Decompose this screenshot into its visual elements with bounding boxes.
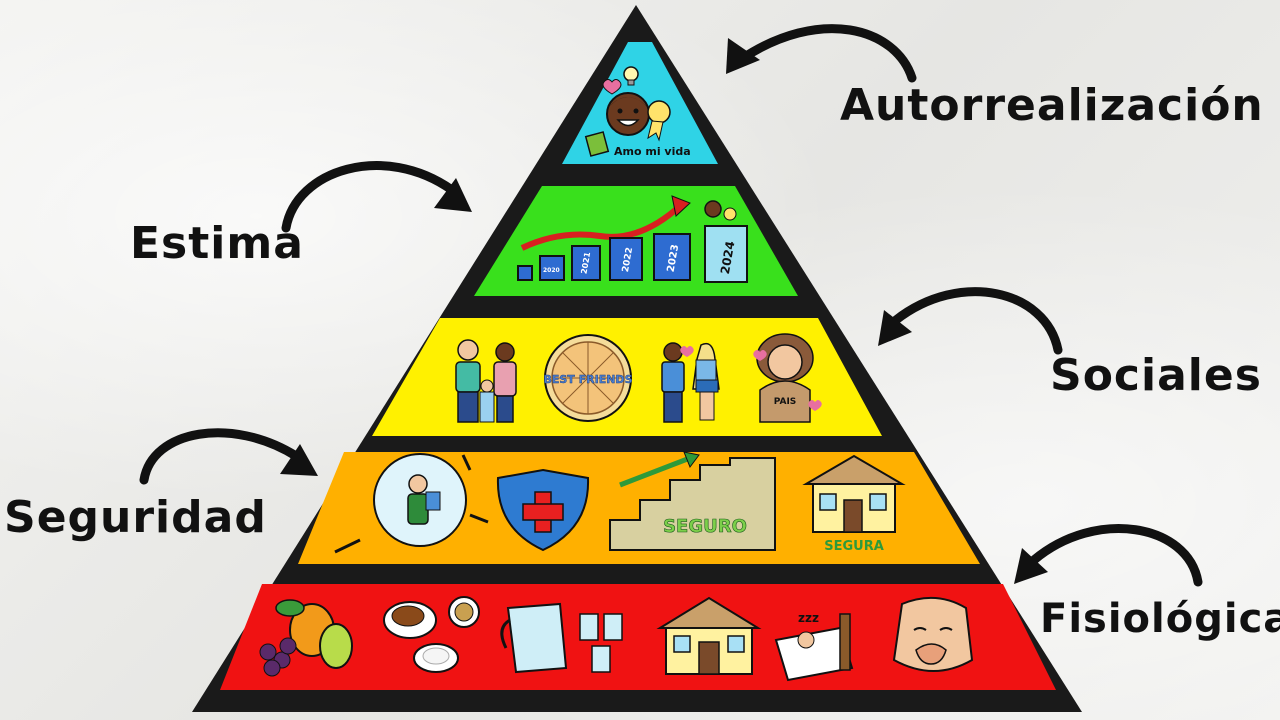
arrow-autorrealizacion-icon (726, 24, 917, 83)
label-seguridad: Seguridad (4, 492, 267, 543)
love-self-icon (753, 333, 822, 423)
small-person-icon (704, 200, 737, 221)
year-2020: 2020 (543, 267, 560, 274)
best-friends-text: BEST FRIENDS (543, 373, 632, 386)
money-stack-icon (584, 131, 610, 157)
year-2023: 2023 (666, 244, 682, 273)
health-shield-icon (496, 468, 590, 552)
bubble-person-icon (334, 453, 489, 554)
lightbulb-icon (623, 66, 639, 86)
arrow-seguridad-icon (139, 428, 318, 485)
self-actualization-caption: Amo mi vida (614, 145, 691, 158)
water-jug-icon (500, 602, 623, 674)
bar-chart-icon (517, 225, 748, 283)
arrow-sociales-icon (878, 287, 1063, 355)
home-icon (656, 596, 762, 675)
safe-house-icon (802, 454, 906, 533)
couple-icon (661, 342, 720, 423)
food-plates-icon (383, 596, 480, 673)
medal-icon (647, 100, 671, 142)
year-2024: 2024 (718, 240, 738, 275)
year-2022: 2022 (621, 247, 635, 273)
pais-text: PAIS (774, 397, 797, 407)
seguro-text: SEGURO (663, 516, 747, 537)
sleep-zzz-text: zzz (798, 611, 819, 625)
family-icon (455, 339, 517, 423)
savings-stack-icon (609, 451, 776, 551)
label-fisiologica: Fisiológica (1040, 596, 1280, 642)
sleeping-bed-icon (774, 613, 854, 682)
year-2021: 2021 (579, 251, 592, 275)
arrow-fisiologica-icon (1014, 524, 1203, 587)
fruits-icon (259, 599, 353, 677)
label-estima: Estima (130, 218, 304, 269)
label-autorrealizacion: Autorrealización (840, 80, 1264, 131)
label-sociales: Sociales (1050, 350, 1262, 401)
growth-arrow-icon (520, 195, 691, 251)
hungry-face-icon (892, 596, 974, 672)
arrow-estima-icon (281, 161, 472, 233)
happy-person-icon (606, 92, 650, 136)
best-friends-pizza-icon (544, 334, 632, 422)
heart-icon (602, 79, 622, 95)
segura-text: SEGURA (824, 539, 884, 554)
